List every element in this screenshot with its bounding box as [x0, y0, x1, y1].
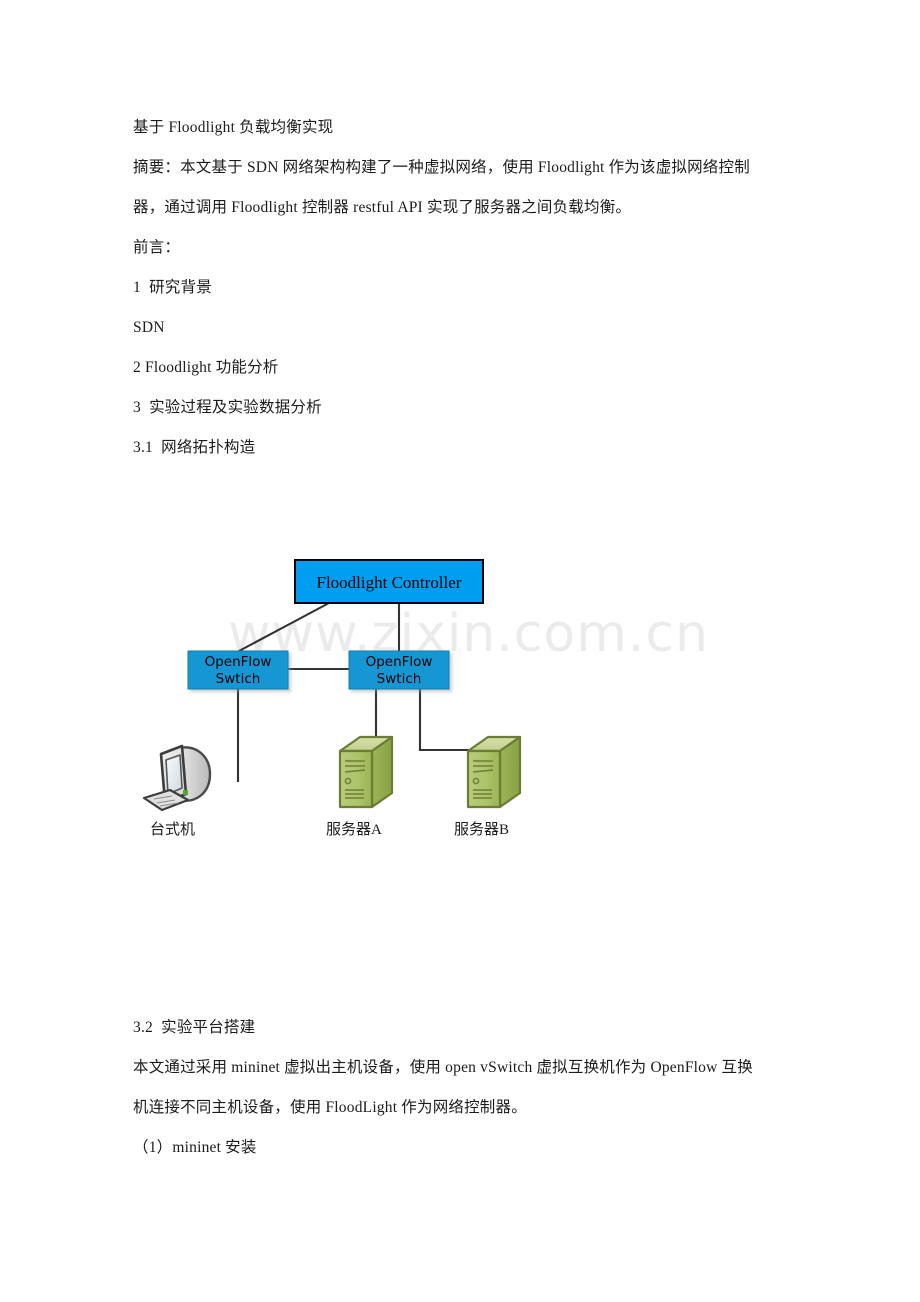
- abstract-line-1: 摘要：本文基于 SDN 网络架构构建了一种虚拟网络，使用 Floodlight …: [133, 159, 750, 176]
- switch-right-label-line1: OpenFlow: [366, 654, 433, 670]
- openflow-switch-right-node: OpenFlow Swtich: [348, 650, 450, 690]
- mininet-install-heading: （1）mininet 安装: [133, 1139, 257, 1156]
- section-3-heading: 3 实验过程及实验数据分析: [133, 399, 322, 416]
- section-2-heading: 2 Floodlight 功能分析: [133, 359, 279, 376]
- switch-left-label-line2: Swtich: [216, 671, 261, 687]
- topology-links: [236, 602, 484, 782]
- platform-line-1: 本文通过采用 mininet 虚拟出主机设备，使用 open vSwitch 虚…: [133, 1059, 753, 1076]
- switch-left-label-line1: OpenFlow: [205, 654, 272, 670]
- platform-line-2: 机连接不同主机设备，使用 FloodLight 作为网络控制器。: [133, 1099, 527, 1116]
- sdn-line: SDN: [133, 319, 165, 336]
- link-switch-right-to-server-b: [418, 689, 484, 752]
- server-tower-a-icon: [338, 735, 394, 809]
- section-3-2-heading: 3.2 实验平台搭建: [133, 1019, 256, 1036]
- document-text-upper: 基于 Floodlight 负载均衡实现 摘要：本文基于 SDN 网络架构构建了…: [133, 108, 833, 468]
- controller-box: [294, 559, 484, 604]
- document-title: 基于 Floodlight 负载均衡实现: [133, 119, 334, 136]
- device-label-server-a: 服务器A: [326, 822, 382, 838]
- switch-left-box: [187, 650, 289, 690]
- server-tower-b-icon: [466, 735, 522, 809]
- document-text-lower: 3.2 实验平台搭建 本文通过采用 mininet 虚拟出主机设备，使用 ope…: [133, 1008, 833, 1168]
- abstract-line-2: 器，通过调用 Floodlight 控制器 restful API 实现了服务器…: [133, 199, 632, 216]
- section-1-heading: 1 研究背景: [133, 279, 212, 296]
- switch-right-label-line2: Swtich: [377, 671, 422, 687]
- link-controller-to-switch-left: [238, 602, 330, 652]
- preface-heading: 前言：: [133, 239, 181, 256]
- section-3-1-heading: 3.1 网络拓扑构造: [133, 439, 256, 456]
- switch-right-box: [348, 650, 450, 690]
- openflow-switch-left-node: OpenFlow Swtich: [187, 650, 289, 690]
- controller-label: Floodlight Controller: [317, 573, 462, 592]
- network-topology-diagram: Floodlight Controller OpenFlow Swtich Op…: [0, 470, 920, 870]
- floodlight-controller-node: Floodlight Controller: [294, 559, 484, 604]
- device-label-desktop: 台式机: [150, 822, 196, 838]
- desktop-computer-icon: [142, 744, 212, 812]
- device-label-server-b: 服务器B: [454, 822, 510, 838]
